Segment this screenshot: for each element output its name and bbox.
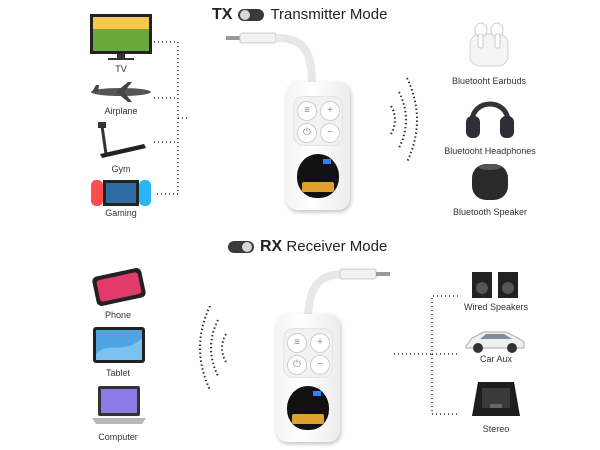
- tx-code: TX: [212, 6, 233, 23]
- rx-receiver-device: ≡ + ⏻ −: [276, 314, 340, 442]
- gaming-label: Gaming: [105, 208, 137, 218]
- rx-signal-waves-icon: [199, 305, 227, 391]
- gym-label: Gym: [111, 164, 131, 174]
- tv-label: TV: [115, 64, 127, 74]
- rx-mode-title: RX Receiver Mode: [228, 238, 387, 256]
- tx-menu-button-icon[interactable]: ≡: [297, 101, 317, 121]
- rx-toggle-icon: [228, 241, 254, 254]
- tx-button-pad: ≡ + ⏻ −: [293, 96, 343, 146]
- rx-power-button-icon[interactable]: ⏻: [287, 355, 307, 375]
- wired-speakers-label: Wired Speakers: [463, 302, 529, 312]
- car-icon: [465, 331, 525, 353]
- rx-plus-button-icon[interactable]: +: [310, 333, 330, 353]
- rx-menu-button-icon[interactable]: ≡: [287, 333, 307, 353]
- smart-speaker-icon: [472, 164, 508, 200]
- treadmill-icon: [98, 122, 146, 158]
- phone-icon: [92, 268, 146, 306]
- rx-connector-lines: [394, 295, 458, 415]
- tx-toggle-icon: [238, 9, 265, 22]
- rx-button-pad: ≡ + ⏻ −: [283, 328, 333, 378]
- rx-display-screen: [287, 386, 329, 430]
- stereo-label: Stereo: [482, 424, 510, 434]
- laptop-icon: [92, 386, 146, 424]
- tx-audio-jack: [226, 32, 316, 87]
- car-aux-label: Car Aux: [479, 354, 513, 364]
- tx-signal-waves-icon: [390, 77, 418, 163]
- tx-power-button-icon[interactable]: ⏻: [297, 123, 317, 143]
- phone-label: Phone: [104, 310, 132, 320]
- rx-audio-jack: [304, 268, 390, 321]
- speaker-label: Bluetooth Speaker: [452, 207, 528, 217]
- rx-code: RX: [260, 238, 283, 255]
- headphones-icon: [466, 101, 514, 138]
- earbuds-label: Bluetooht Earbuds: [451, 76, 527, 86]
- airplane-label: Airplane: [104, 106, 138, 116]
- tx-connector-lines: [154, 41, 188, 195]
- tablet-icon: [93, 327, 145, 363]
- computer-label: Computer: [98, 432, 138, 442]
- earbuds-icon: [469, 22, 509, 67]
- rx-mode-label: Receiver Mode: [286, 238, 388, 255]
- tablet-label: Tablet: [105, 368, 131, 378]
- tx-plus-button-icon[interactable]: +: [320, 101, 340, 121]
- tx-mode-title: TX Transmitter Mode: [212, 6, 387, 24]
- game-console-icon: [91, 180, 151, 206]
- stereo-icon: [472, 382, 520, 416]
- tx-transmitter-device: ≡ + ⏻ −: [286, 82, 350, 210]
- airplane-icon: [91, 82, 151, 102]
- tx-display-screen: [297, 154, 339, 198]
- rx-minus-button-icon[interactable]: −: [310, 355, 330, 375]
- tx-mode-label: Transmitter Mode: [270, 6, 388, 23]
- tv-icon: [90, 14, 152, 60]
- wired-speakers-icon: [472, 272, 518, 298]
- tx-minus-button-icon[interactable]: −: [320, 123, 340, 143]
- headphones-label: Bluetooht Headphones: [444, 146, 536, 156]
